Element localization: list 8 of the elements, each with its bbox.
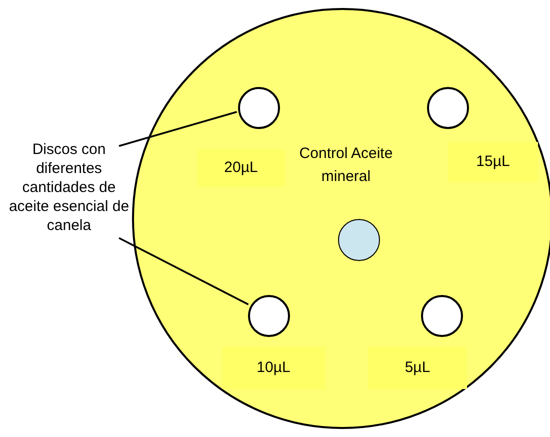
dose-label: 20µL [197,149,285,187]
callout-text: Discos con diferentes cantidades de aceite esencial de canela [6,133,132,241]
dose-label: 5µL [368,347,467,389]
leader-line [118,237,249,306]
control-label: Control Aceite mineral [298,144,394,187]
leader-line [118,110,238,147]
dose-label: 15µL [448,142,538,182]
dose-label: 10µL [222,347,325,389]
